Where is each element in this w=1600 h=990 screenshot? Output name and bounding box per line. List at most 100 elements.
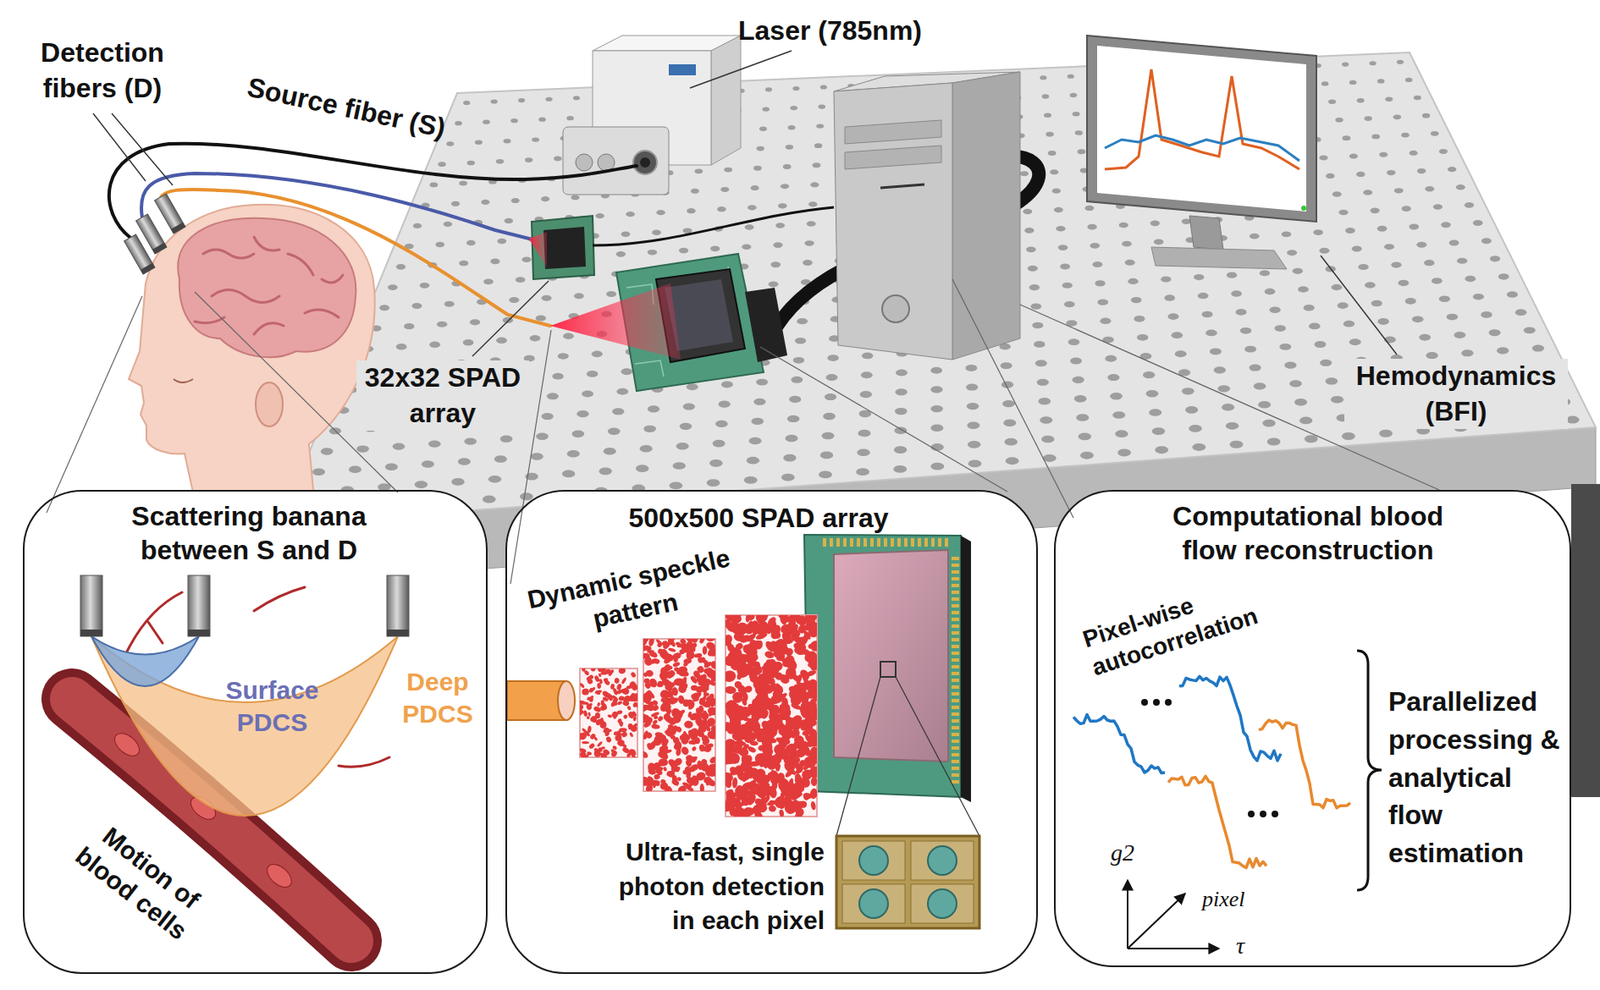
table-hole	[1401, 132, 1410, 138]
speckle-frame	[810, 750, 817, 756]
table-hole	[607, 428, 621, 436]
table-hole	[895, 369, 908, 377]
speckle-frame	[645, 689, 653, 698]
table-hole	[1167, 313, 1179, 320]
speckle-frame	[644, 656, 652, 665]
head-figure	[253, 323, 284, 335]
table-hole	[1319, 359, 1332, 367]
table-hole	[348, 465, 362, 474]
table-hole	[1481, 237, 1492, 244]
table-hole	[566, 115, 574, 121]
speckle-frame	[630, 750, 637, 757]
table-hole	[673, 462, 686, 470]
speckle-frame	[725, 633, 734, 646]
spad-sensor-chip	[804, 535, 980, 837]
speckle-frame	[735, 666, 747, 678]
speckle-frame	[596, 702, 602, 708]
table-hole	[1289, 380, 1303, 387]
table-hole	[1480, 311, 1493, 319]
table-hole	[802, 259, 813, 266]
table-hole	[586, 370, 599, 378]
speckle-frame	[599, 752, 604, 757]
table-hole	[1422, 113, 1430, 119]
laser-box	[562, 35, 741, 195]
table-hole	[690, 188, 700, 194]
table-hole	[603, 447, 617, 456]
speckle-frame	[633, 697, 638, 703]
speckle-frame	[625, 751, 633, 758]
table-hole	[894, 408, 908, 415]
table-hole	[553, 156, 562, 162]
leader-line	[689, 50, 792, 89]
speckle-frame	[759, 773, 773, 785]
table-hole	[647, 405, 660, 413]
speckle-frame	[791, 692, 800, 699]
speckle-frame	[725, 615, 817, 817]
table-hole	[535, 433, 549, 441]
head-figure	[194, 237, 343, 335]
table-hole	[531, 137, 540, 142]
speckle-frame	[790, 799, 799, 812]
table-hole	[785, 144, 794, 150]
leader-line	[111, 113, 173, 186]
table-hole	[1418, 334, 1431, 342]
table-hole	[457, 457, 471, 466]
table-hole	[1133, 315, 1145, 323]
table-hole	[749, 437, 762, 446]
chip-pin	[951, 631, 960, 635]
speckle-frame	[772, 689, 784, 702]
table-hole	[1338, 209, 1348, 216]
table-hole	[750, 185, 760, 191]
table-hole	[451, 201, 460, 207]
table-hole	[625, 211, 635, 217]
chip-pin	[843, 538, 847, 547]
table-hole	[1070, 358, 1082, 365]
table-hole	[451, 478, 464, 486]
chip-pin	[829, 538, 834, 547]
speckle-frame	[586, 751, 593, 756]
table-hole	[595, 213, 604, 219]
chip-pin	[951, 678, 960, 683]
table-hole	[1031, 322, 1043, 330]
table-hole	[1121, 241, 1132, 248]
speckle-frame	[788, 685, 798, 693]
table-hole	[1005, 457, 1020, 465]
table-hole	[1364, 115, 1373, 122]
table-hole	[683, 227, 693, 233]
table-hole	[777, 203, 787, 209]
table-hole	[1308, 323, 1321, 331]
table-hole	[1396, 60, 1404, 65]
table-hole	[1154, 446, 1169, 454]
table-hole	[1447, 166, 1457, 172]
blood-vessel	[338, 757, 390, 767]
table-hole	[747, 204, 756, 210]
speckle-frame	[772, 624, 782, 634]
table-hole	[1409, 150, 1418, 156]
table-hole	[396, 343, 408, 350]
speckle-frame	[684, 721, 694, 729]
table-hole	[1117, 449, 1132, 458]
table-hole	[744, 476, 758, 485]
speckle-frame	[687, 651, 696, 660]
table-hole	[403, 323, 414, 330]
speckle-frame	[792, 761, 805, 775]
zoom-line	[760, 347, 1008, 492]
speckle-frame	[656, 715, 664, 723]
speckle-frame	[643, 678, 651, 685]
table-hole	[1473, 220, 1484, 227]
speckle-frame	[739, 807, 753, 817]
speckle-frame	[810, 689, 817, 700]
table-hole	[463, 339, 475, 346]
table-hole	[1127, 278, 1138, 285]
table-hole	[1000, 362, 1013, 370]
table-hole	[496, 238, 507, 244]
table-hole	[567, 450, 580, 458]
speckle-frame	[672, 662, 681, 669]
speckle-frame	[666, 689, 674, 697]
speckle-frame	[709, 693, 715, 700]
table-hole	[1262, 419, 1275, 428]
table-hole	[483, 278, 494, 285]
photon-banana	[91, 636, 199, 687]
head-figure	[177, 218, 356, 358]
table-hole	[1349, 338, 1362, 346]
